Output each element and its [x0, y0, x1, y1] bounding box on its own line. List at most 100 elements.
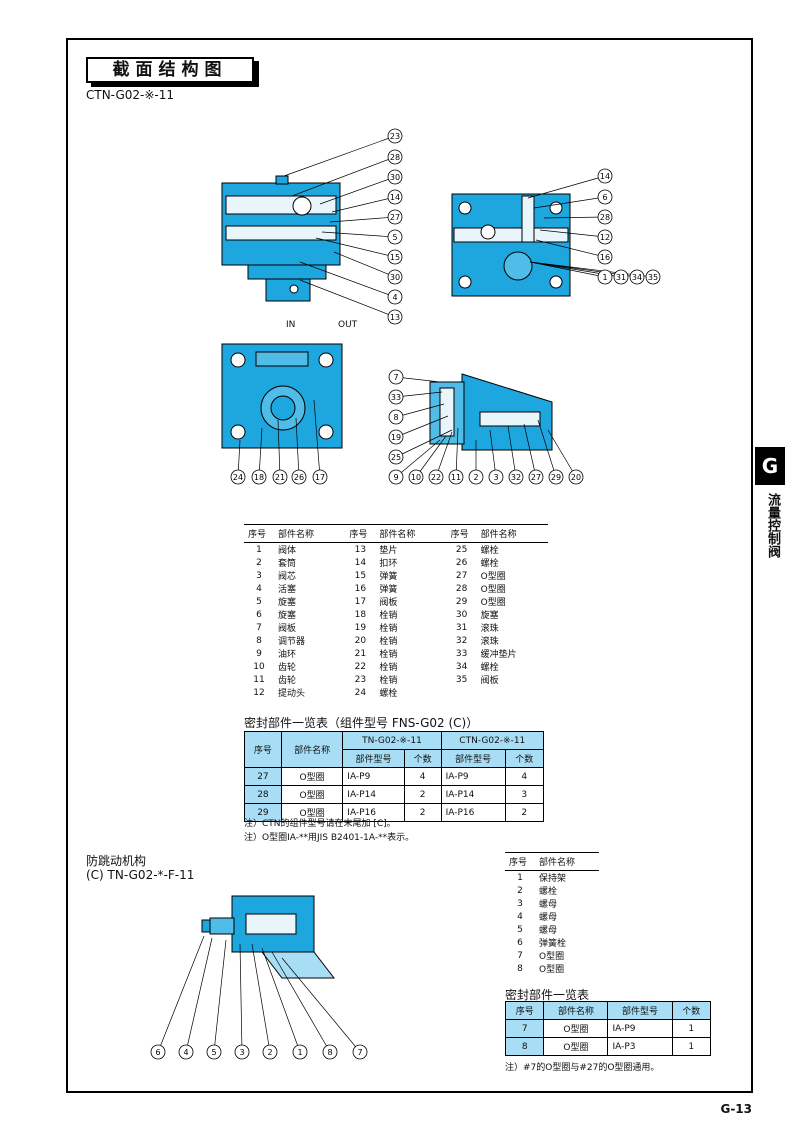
part-name: 螺栓 [480, 559, 499, 569]
part-name: O型圈 [480, 572, 506, 582]
part-no: 4 [256, 583, 262, 594]
part2-no: 8 [517, 963, 523, 974]
seal-cell: IA-P16 [440, 803, 506, 822]
part-no: 14 [354, 557, 367, 568]
part-no: 20 [354, 635, 367, 646]
part-name: 垫片 [379, 546, 398, 556]
seal-table: 序号 部件名称 TN-G02-※-11 CTN-G02-※-11 部件型号 个数… [244, 731, 545, 822]
page-frame [66, 38, 753, 1093]
part-no: 18 [354, 609, 367, 620]
model-label: CTN-G02-※-11 [86, 88, 175, 102]
seal-hdr-qty: 个数 [403, 749, 442, 768]
seal2-hdr-no: 序号 [504, 1001, 545, 1020]
out-label: OUT [338, 320, 358, 330]
part-name: 滚珠 [480, 624, 499, 634]
part-no: 28 [455, 583, 468, 594]
part2-no: 7 [517, 950, 523, 961]
hdr-name: 部件名称 [535, 852, 599, 871]
part-no: 35 [455, 674, 468, 685]
section-title: 截面结构图 [86, 57, 254, 83]
hdr-no: 序号 [244, 524, 274, 543]
part2-name: 螺母 [539, 900, 558, 910]
part-name: 栓销 [379, 611, 398, 621]
part-name: 栓销 [379, 624, 398, 634]
part-name: 套筒 [278, 559, 297, 569]
part-no: 22 [354, 661, 367, 672]
part-name: 螺栓 [480, 663, 499, 673]
part-name: 阀板 [379, 598, 398, 608]
seal-cell: 28 [244, 785, 282, 804]
part-no: 12 [253, 687, 265, 698]
seal-cell: 29 [244, 803, 282, 822]
hdr-no: 序号 [505, 852, 535, 871]
seal-cell: 2 [403, 803, 442, 822]
hdr-no: 序号 [446, 524, 477, 543]
seal2-cell: 7 [504, 1019, 545, 1038]
part-no: 3 [256, 570, 262, 581]
part-name: 油环 [278, 650, 297, 660]
part2-name: 螺母 [539, 913, 558, 923]
part-name: 栓销 [379, 637, 398, 647]
part2-no: 4 [517, 911, 523, 922]
part-no: 19 [354, 622, 367, 633]
part-no: 7 [256, 622, 262, 633]
part-no: 30 [455, 609, 468, 620]
part-no [447, 686, 477, 699]
part-no: 1 [256, 544, 262, 555]
seal-cell: 4 [504, 767, 545, 786]
part-no: 9 [256, 648, 262, 659]
table-row: 8 O型圈 [505, 962, 599, 976]
seal-hdr-model: 部件型号 [342, 749, 405, 768]
part-no: 31 [455, 622, 468, 633]
seal-cell: 2 [504, 803, 545, 822]
seal2-cell: 1 [671, 1019, 712, 1038]
part-name: 活塞 [278, 585, 297, 595]
seal2-title: 密封部件一览表 [505, 988, 590, 1002]
seal-hdr-qty: 个数 [504, 749, 545, 768]
hdr-name: 部件名称 [476, 524, 548, 543]
part-name: 扣环 [379, 559, 398, 569]
hdr-no: 序号 [345, 524, 376, 543]
table-row: 12 提动头 24 螺栓 [244, 686, 548, 700]
seal2-cell: IA-P9 [607, 1019, 673, 1038]
table-row: 3 螺母 [505, 897, 599, 911]
part-no: 24 [354, 687, 367, 698]
part-no: 11 [253, 674, 265, 685]
seal-cell: 4 [403, 767, 442, 786]
part-no: 33 [455, 648, 468, 659]
seal2-hdr-model: 部件型号 [607, 1001, 673, 1020]
part-no: 2 [256, 557, 262, 568]
seal-hdr-no: 序号 [244, 731, 282, 768]
part2-no: 3 [517, 898, 523, 909]
part-name: 提动头 [278, 689, 306, 699]
part-name: 旋塞 [278, 598, 297, 608]
table-row: 4 螺母 [505, 910, 599, 924]
part-name: O型圈 [480, 598, 506, 608]
part2-name: O型圈 [539, 965, 565, 975]
part-name: 螺栓 [480, 546, 499, 556]
part2-no: 1 [517, 872, 523, 883]
part-name: 栓销 [379, 676, 398, 686]
seal-hdr-model: 部件型号 [440, 749, 506, 768]
part-name: 调节器 [278, 637, 306, 647]
part-name: 旋塞 [278, 611, 297, 621]
seal2-hdr-name: 部件名称 [543, 1001, 609, 1020]
seal-cell: IA-P14 [440, 785, 506, 804]
part-no: 32 [455, 635, 468, 646]
part-name: 缓冲垫片 [480, 650, 517, 660]
part-name: 螺栓 [379, 689, 398, 699]
hdr-name: 部件名称 [274, 524, 346, 543]
